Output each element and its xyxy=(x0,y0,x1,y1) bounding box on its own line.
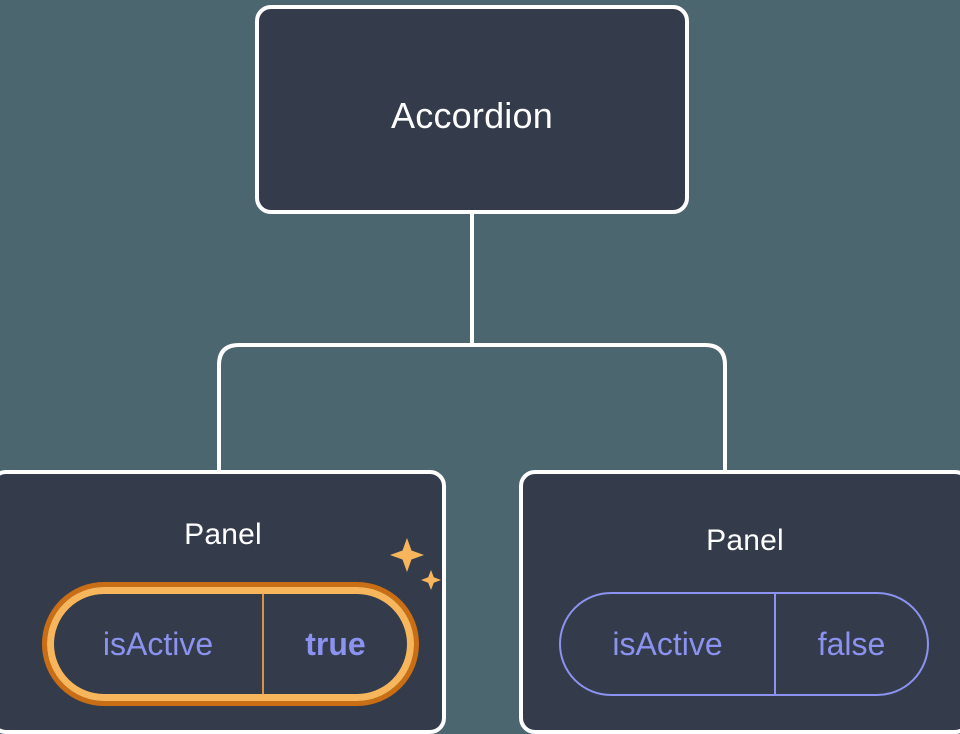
connector-branch-bus xyxy=(217,343,727,472)
tree-node-panel-active[interactable]: Panel isActive true xyxy=(0,470,446,734)
prop-value-label: true xyxy=(305,625,366,662)
node-title-panel-inactive: Panel xyxy=(706,524,784,557)
prop-key-label: isActive xyxy=(54,594,264,694)
tree-node-panel-inactive[interactable]: Panel isActive false xyxy=(519,470,960,734)
prop-key-label: isActive xyxy=(561,594,776,694)
prop-value-label: false xyxy=(817,625,886,662)
node-title-panel-active: Panel xyxy=(184,518,262,551)
node-title-accordion: Accordion xyxy=(391,95,553,136)
prop-pill-isactive-true[interactable]: isActive true xyxy=(42,582,419,706)
prop-pill-inner-ring: isActive true xyxy=(47,587,414,701)
tree-node-accordion[interactable]: Accordion xyxy=(255,5,689,214)
prop-pill-isactive-false[interactable]: isActive false xyxy=(559,592,929,696)
